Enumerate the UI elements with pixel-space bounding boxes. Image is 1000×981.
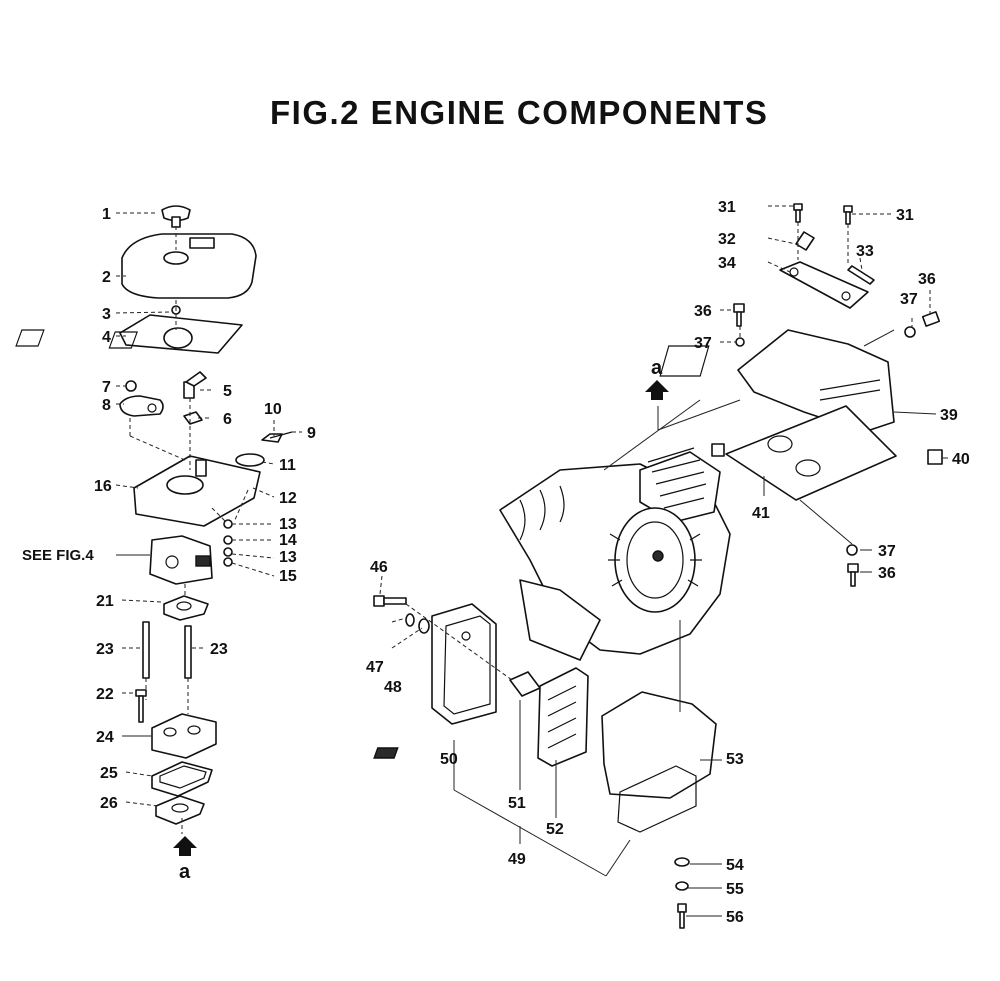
muffler-assembly	[373, 380, 717, 929]
part-label: 6	[223, 411, 232, 428]
part-label: 39	[940, 407, 958, 424]
part-label: 36	[878, 565, 896, 582]
part-label: 22	[96, 686, 114, 703]
part-label: 23	[96, 641, 114, 658]
part-label: 3	[102, 306, 111, 323]
part-label: 5	[223, 383, 232, 400]
part-label: 54	[726, 857, 744, 874]
part-label: 56	[726, 909, 744, 926]
part-label: 1	[102, 206, 111, 223]
part-label: 50	[440, 751, 458, 768]
part-label: 37	[694, 335, 712, 352]
engine-assembly	[499, 447, 731, 661]
leader-lines-right	[379, 205, 948, 917]
part-label: 36	[694, 303, 712, 320]
part-label: 31	[718, 199, 736, 216]
direction-arrow-icon	[645, 380, 669, 400]
part-label: 37	[900, 291, 918, 308]
part-label: 13	[279, 549, 297, 566]
part-label: 31	[896, 207, 914, 224]
part-label: 49	[508, 851, 526, 868]
part-label: 48	[384, 679, 402, 696]
page-title: FIG.2 ENGINE COMPONENTS	[270, 94, 768, 131]
part-label: 32	[718, 231, 736, 248]
part-label: 37	[878, 543, 896, 560]
part-label: 52	[546, 821, 564, 838]
direction-arrow-icon	[173, 836, 197, 856]
part-label: 15	[279, 568, 297, 585]
direction-label: a	[651, 357, 663, 379]
part-label: 24	[96, 729, 114, 746]
leader-lines-left	[115, 212, 302, 807]
part-label: 21	[96, 593, 114, 610]
part-label: 36	[918, 271, 936, 288]
cross-reference: SEE FIG.4	[22, 547, 94, 564]
part-label: 16	[94, 478, 112, 495]
air-filter-assembly	[15, 205, 293, 856]
part-label: 4	[102, 329, 111, 346]
part-label: 55	[726, 881, 744, 898]
part-label: 25	[100, 765, 118, 782]
part-label: 47	[366, 659, 384, 676]
direction-label: a	[179, 861, 191, 883]
part-label: 11	[279, 457, 296, 474]
part-label: 26	[100, 795, 118, 812]
part-labels-left: 1 2 3 4 7 8 5 6 10 9 11 16 12 13 14 13 1…	[22, 206, 316, 883]
part-label: 13	[279, 516, 297, 533]
part-label: 10	[264, 401, 282, 418]
shroud-assembly	[659, 203, 943, 587]
part-label: 41	[752, 505, 770, 522]
part-label: 51	[508, 795, 526, 812]
part-label: 8	[102, 397, 111, 414]
part-label: 23	[210, 641, 228, 658]
part-label: 34	[718, 255, 736, 272]
part-label: 2	[102, 269, 111, 286]
part-labels-right: 31 31 32 33 34 36 37 36 37 a 39 40 41 37…	[366, 199, 970, 926]
part-label: 12	[279, 490, 297, 507]
part-label: 9	[307, 425, 316, 442]
part-label: 33	[856, 243, 874, 260]
part-label: 14	[279, 532, 297, 549]
part-label: 40	[952, 451, 970, 468]
part-label: 7	[102, 379, 111, 396]
part-label: 46	[370, 559, 388, 576]
part-label: 53	[726, 751, 744, 768]
